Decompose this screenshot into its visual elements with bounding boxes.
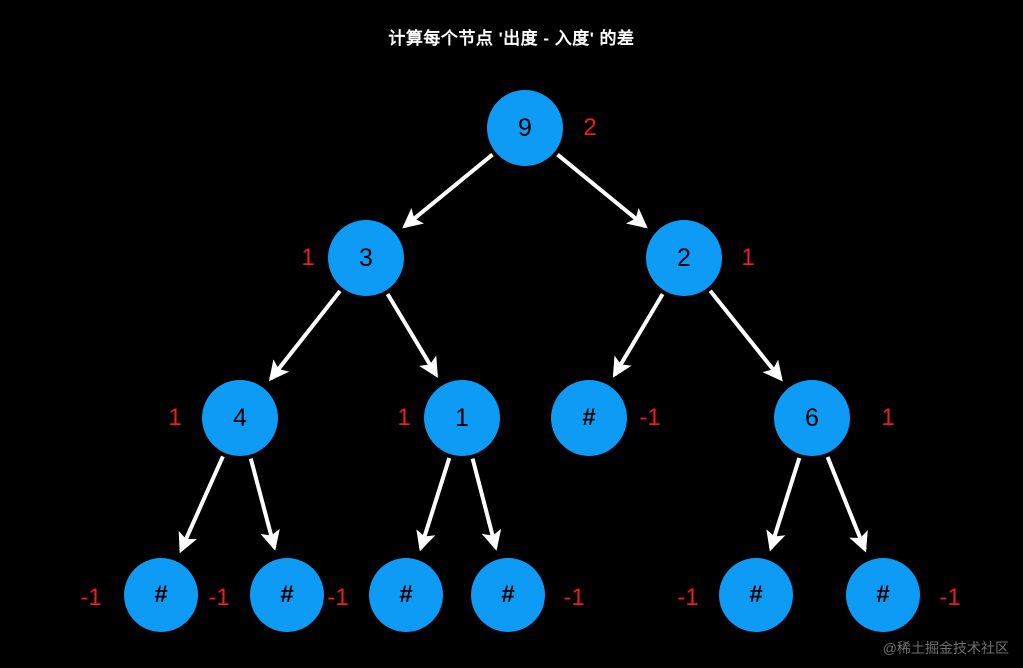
- tree-node[interactable]: 2: [646, 220, 722, 296]
- tree-edge: [612, 293, 665, 378]
- tree-edge: [268, 289, 342, 382]
- node-degree-badge: -1: [939, 584, 961, 611]
- tree-edge: [825, 456, 868, 553]
- tree-node[interactable]: #: [250, 558, 324, 632]
- edge-group: [178, 153, 868, 554]
- tree-node[interactable]: #: [719, 558, 793, 632]
- node-degree-badge: -1: [327, 584, 349, 611]
- node-degree-badge: -1: [208, 584, 230, 611]
- node-degree-badge: 2: [583, 114, 597, 141]
- tree-node[interactable]: #: [124, 558, 198, 632]
- node-degree-badge: -1: [563, 584, 585, 611]
- watermark: @稀土掘金技术社区: [882, 640, 1009, 656]
- tree-edge: [385, 292, 439, 378]
- node-degree-badge: 1: [741, 244, 755, 271]
- tree-node[interactable]: 1: [424, 380, 500, 456]
- tree-node[interactable]: #: [369, 558, 443, 632]
- tree-node[interactable]: 3: [328, 220, 404, 296]
- tree-edge: [416, 457, 452, 552]
- tree-node[interactable]: #: [551, 380, 627, 456]
- tree-node[interactable]: 9: [487, 90, 563, 166]
- tree-edge: [402, 153, 494, 229]
- node-degree-badge: -1: [639, 404, 661, 431]
- tree-edge: [470, 458, 502, 551]
- node-degree-badge: 1: [168, 404, 182, 431]
- node-degree-badge: -1: [80, 584, 102, 611]
- node-degree-badge: 1: [881, 404, 895, 431]
- tree-edge: [708, 289, 783, 382]
- node-degree-badge: 1: [301, 244, 315, 271]
- tree-edge: [766, 457, 802, 552]
- node-degree-badge: -1: [677, 584, 699, 611]
- page-title: 计算每个节点 '出度 - 入度' 的差: [388, 29, 635, 48]
- tree-node[interactable]: 6: [774, 380, 850, 456]
- tree-edge: [248, 458, 280, 551]
- tree-edge: [556, 153, 648, 229]
- tree-edge: [178, 455, 225, 554]
- tree-node[interactable]: 4: [202, 380, 278, 456]
- node-degree-badge: 1: [397, 404, 411, 431]
- tree-node[interactable]: #: [846, 558, 920, 632]
- tree-node[interactable]: #: [471, 558, 545, 632]
